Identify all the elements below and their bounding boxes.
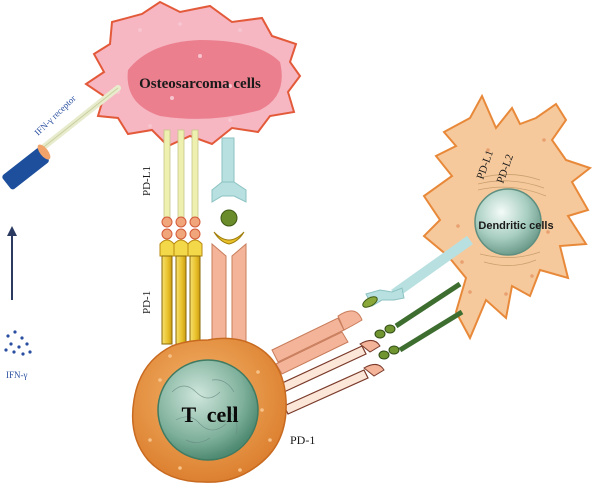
- osteosarcoma-nucleus: [127, 40, 282, 119]
- t-cell-label: T cell: [181, 402, 238, 427]
- dendritic-dots: [456, 138, 550, 296]
- ifn-receptor-label: IFN-γ receptor: [32, 93, 77, 137]
- ifn-gamma-receptor: IFN-γ receptor: [2, 85, 121, 190]
- upward-arrow-icon: [7, 226, 17, 236]
- dendritic-label: Dendritic cells: [478, 220, 553, 232]
- ifn-gamma-label: IFN-γ: [6, 370, 27, 380]
- pd-l1-receptors: PD-L1: [141, 129, 201, 240]
- dendritic-cell: Dendritic cells PD-L1 PD-L2: [422, 93, 593, 341]
- t-cell-nucleus: [157, 359, 259, 461]
- ifn-receptor-body: [2, 148, 49, 190]
- dendritic-er: [477, 174, 547, 266]
- pd-l2-osteosarcoma: [211, 137, 247, 245]
- pd-l1-label: PD-L1: [141, 166, 153, 196]
- osteosarcoma-label: Osteosarcoma cells: [139, 76, 261, 92]
- salmon-receptor-diagonal: [271, 310, 363, 375]
- dendritic-nucleus: [474, 188, 542, 256]
- pd-l1-dendritic: [362, 281, 464, 360]
- osteosarcoma-cell: Osteosarcoma cells: [84, 0, 302, 148]
- t-cell: T cell: [131, 337, 287, 483]
- ifn-gamma-molecules: [4, 330, 32, 356]
- salmon-receptor-vertical: [211, 242, 247, 345]
- pd-1-bottom-label: PD-1: [290, 433, 315, 447]
- pd-1-receptors: PD-1: [141, 239, 203, 345]
- chromatin: [171, 379, 238, 443]
- pd-1-diagonal: [279, 340, 385, 415]
- pd-1-label-left: PD-1: [141, 291, 153, 314]
- ifn-gamma-signal: IFN-γ: [4, 226, 32, 380]
- pd-l2-dendritic: [365, 235, 473, 307]
- t-cell-dots: [148, 354, 272, 472]
